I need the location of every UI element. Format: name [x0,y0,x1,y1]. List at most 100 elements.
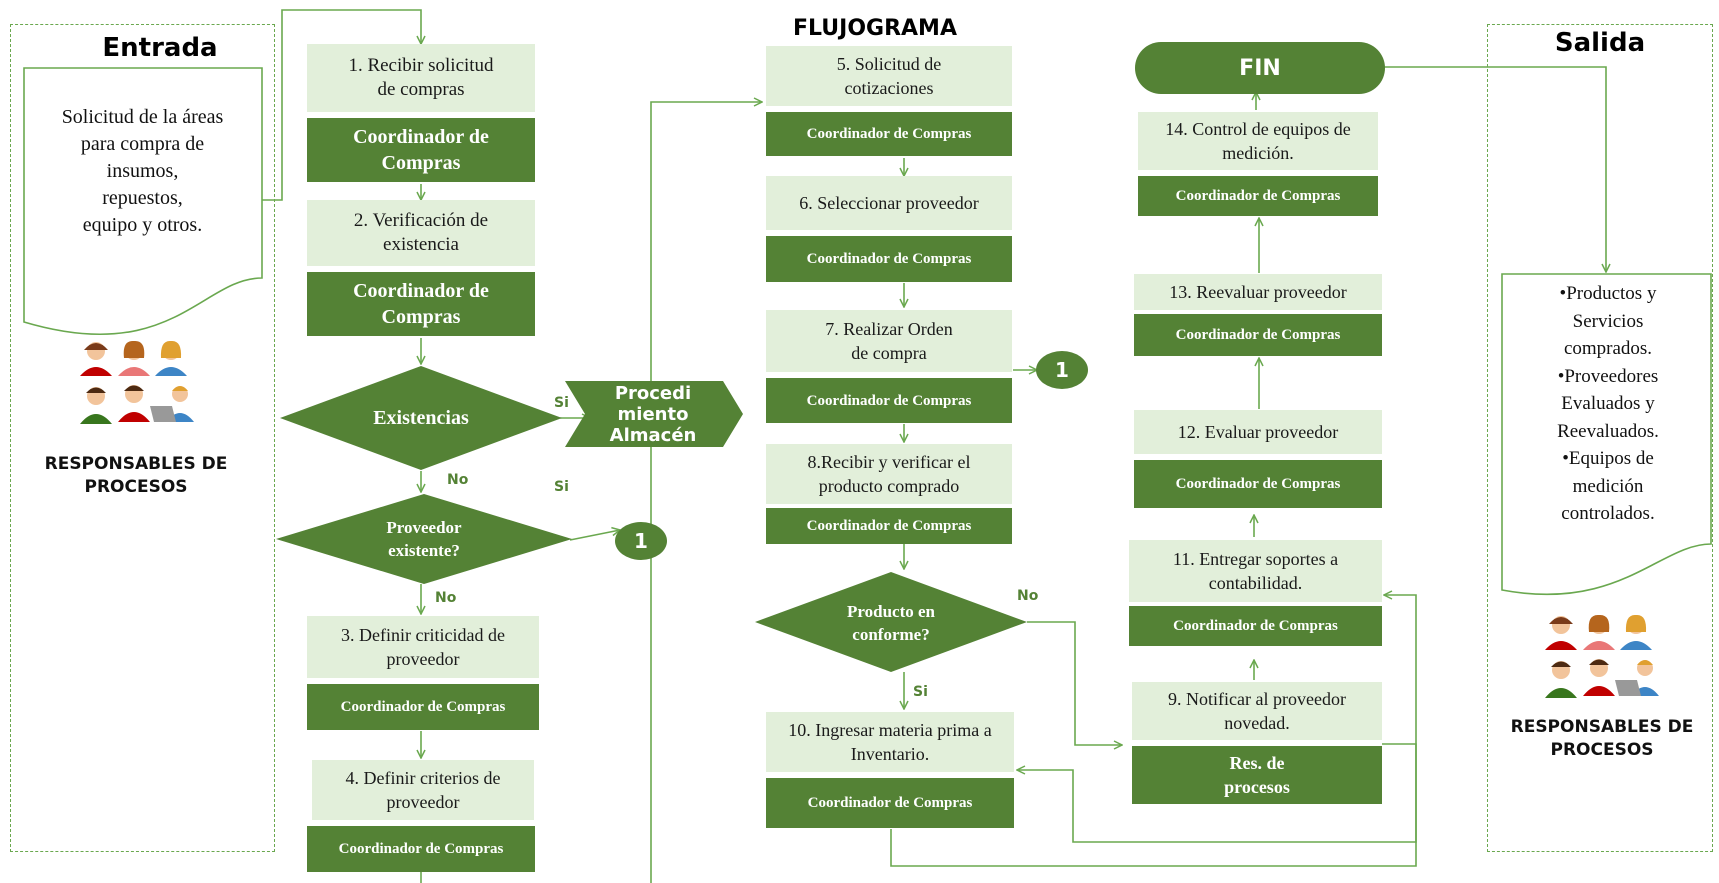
decision-proveedor-label: Proveedor existente? [344,514,504,564]
step-11-text: 11. Entregar soportes a contabilidad. [1129,540,1382,602]
step-line: 1. Recibir solicitud [348,55,494,76]
step-1-text: 1. Recibir solicitud de compras [307,44,535,112]
connector-1-left: 1 [615,522,667,560]
person-laptop-icon [1615,660,1659,696]
step-7-text: 7. Realizar Orden de compra [766,310,1012,372]
procedimiento-almacen-shape [565,381,743,447]
decision-existencias-shape [280,366,562,470]
proveedor-si-label: Si [554,479,569,495]
step-12-role: Coordinador de Compras [1134,460,1382,508]
salida-line: comprados. [1563,338,1653,359]
people-group-icon [1545,614,1659,698]
step-5-role: Coordinador de Compras [766,112,1012,156]
step-3-text: 3. Definir criticidad de proveedor [307,616,539,678]
proc-line: miento [617,403,689,425]
step-7-role: Coordinador de Compras [766,378,1012,423]
person-icon [1620,614,1652,650]
step-9-role: Res. de procesos [1132,746,1382,804]
step-line: contabilidad. [1208,573,1303,593]
step-14-role: Coordinador de Compras [1138,176,1378,216]
step-line: proveedor [386,649,460,669]
step-2-role: Coordinador de Compras [307,272,535,336]
salida-heading: Salida [1554,28,1646,58]
person-icon [1583,659,1615,696]
step-line: de compras [377,79,465,100]
entrada-people-icons [78,338,198,430]
step-line: cotizaciones [844,78,934,98]
step-line: 4. Definir criterios de [345,768,501,788]
salida-document-text: •Productos y Servicios comprados. •Prove… [1510,280,1706,528]
step-line: medición. [1222,143,1294,163]
role-line: Res. de [1229,753,1285,773]
step-line: novedad. [1224,713,1290,733]
producto-si-label: Si [913,684,928,700]
person-laptop-icon [150,386,194,422]
step-14-text: 14. Control de equipos de medición. [1138,112,1378,170]
step-line: Inventario. [850,744,930,764]
entrada-document-shape [23,67,263,335]
salida-document-shape [1501,273,1712,596]
person-icon [80,387,112,424]
entrada-line: insumos, [106,160,179,182]
salida-line: medición [1572,475,1644,497]
salida-line: •Productos y [1559,283,1657,304]
person-icon [118,340,150,376]
fin-terminal: FIN [1135,42,1385,94]
existencias-no-label: No [447,472,469,488]
entrada-document-text: Solicitud de la áreas para compra de ins… [35,104,250,239]
people-group-icon [80,340,194,424]
proc-line: Procedi [614,382,692,404]
resp-line: RESPONSABLES DE [1510,717,1694,737]
step-line: proveedor [386,792,460,812]
salida-responsables-label: RESPONSABLES DE PROCESOS [1497,716,1707,762]
entrada-line: equipo y otros. [82,214,203,236]
step-4-role: Coordinador de Compras [307,826,535,872]
salida-line: Evaluados y [1561,393,1655,414]
salida-line: •Proveedores [1557,365,1659,387]
diagram-title: FLUJOGRAMA [793,16,957,41]
step-line: existencia [383,234,459,255]
person-icon [155,340,187,376]
procedimiento-almacen-label: Procedi miento Almacén [588,380,718,448]
salida-line: controlados. [1561,503,1655,524]
resp-line: PROCESOS [1550,740,1654,760]
role-line: Coordinador de [353,126,489,148]
entrada-line: repuestos, [102,187,183,209]
step-6-text: 6. Seleccionar proveedor [766,176,1012,230]
salida-line: Reevaluados. [1557,420,1659,442]
step-line: 2. Verificación de [353,210,489,231]
salida-line: Servicios [1572,310,1644,332]
salida-panel [1487,24,1713,852]
entrada-heading: Entrada [102,33,218,63]
step-13-role: Coordinador de Compras [1134,314,1382,356]
connector-1-middle: 1 [1036,351,1088,389]
salida-people-icons [1543,612,1663,704]
step-line: 11. Entregar soportes a [1172,549,1339,569]
decision-line: conforme? [852,625,930,644]
step-line: 10. Ingresar materia prima a [788,720,992,740]
decision-line: existente? [388,541,460,560]
step-1-role: Coordinador de Compras [307,118,535,182]
step-10-text: 10. Ingresar materia prima a Inventario. [766,712,1014,772]
decision-line: Proveedor [386,518,462,537]
role-line: procesos [1224,777,1290,797]
entrada-line: Solicitud de la áreas [61,106,224,128]
step-8-role: Coordinador de Compras [766,508,1012,544]
decision-producto-label: Producto en conforme? [816,598,966,648]
step-3-role: Coordinador de Compras [307,684,539,730]
step-line: 14. Control de equipos de [1165,119,1351,139]
step-12-text: 12. Evaluar proveedor [1134,410,1382,454]
step-10-role: Coordinador de Compras [766,778,1014,828]
step-8-text: 8.Recibir y verificar el producto compra… [766,444,1012,504]
step-line: 5. Solicitud de [836,54,942,74]
resp-line: RESPONSABLES DE [44,454,228,474]
entrada-panel [10,24,275,852]
entrada-line: para compra de [80,133,205,155]
decision-producto-shape [755,572,1027,672]
step-2-text: 2. Verificación de existencia [307,200,535,266]
step-line: 9. Notificar al proveedor [1168,689,1346,709]
person-icon [1545,661,1577,698]
step-line: producto comprado [818,476,960,496]
person-icon [118,385,150,422]
